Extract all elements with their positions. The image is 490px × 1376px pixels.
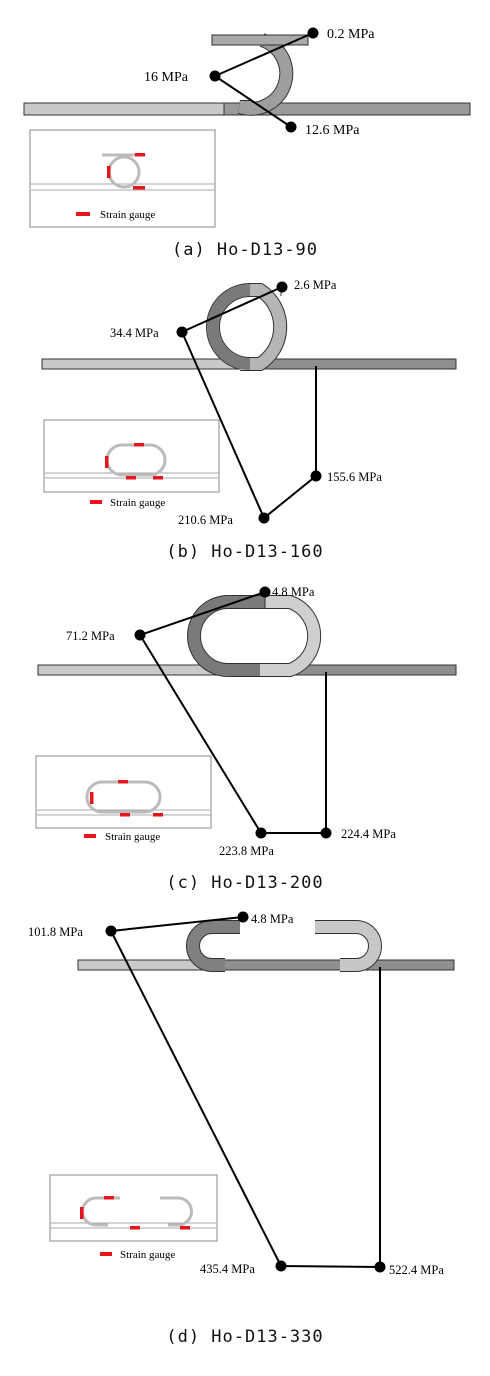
- stress-line: [138, 591, 326, 834]
- panel-b-diagram: 2.6 MPa 34.4 MPa 210.6 MPa 155.6 MPa Str…: [41, 278, 457, 527]
- reading-1: 4.8 MPa: [251, 912, 294, 926]
- gauge-point-2: [209, 70, 221, 82]
- caption-a: (a) Ho-D13-90: [171, 240, 319, 260]
- legend-label: Strain gauge: [105, 831, 160, 843]
- panel-d-diagram: 4.8 MPa 101.8 MPa 435.4 MPa 522.4 MPa St…: [28, 911, 455, 1277]
- gauge-point-1: [237, 911, 249, 923]
- panel-a-diagram: 0.2 MPa 16 MPa 12.6 MPa Strain gauge: [23, 27, 471, 228]
- gauge-point-2: [134, 629, 146, 641]
- panel-a: 0.2 MPa 16 MPa 12.6 MPa Strain gauge (a)…: [0, 0, 490, 270]
- gauge-mark: [135, 153, 145, 157]
- gauge-mark: [130, 1226, 140, 1230]
- reading-3: 12.6 MPa: [305, 123, 360, 138]
- inset-c: Strain gauge: [35, 755, 212, 843]
- gauge-mark: [120, 813, 130, 817]
- reading-2: 16 MPa: [144, 70, 189, 85]
- gauge-point-4: [320, 827, 332, 839]
- main-bar-light: [37, 664, 229, 676]
- legend-label: Strain gauge: [120, 1249, 175, 1261]
- reading-1: 0.2 MPa: [327, 27, 375, 42]
- gauge-mark: [126, 476, 136, 480]
- reading-3: 223.8 MPa: [219, 844, 274, 858]
- gauge-point-4: [374, 1261, 386, 1273]
- gauge-point-3: [258, 512, 270, 524]
- inset-a: Strain gauge: [29, 129, 216, 228]
- stress-line: [180, 286, 317, 520]
- reading-1: 4.8 MPa: [272, 585, 315, 599]
- main-bar-light: [41, 358, 243, 370]
- gauge-mark: [180, 1226, 190, 1230]
- main-bar-light: [23, 102, 225, 116]
- stress-line: [109, 916, 381, 1268]
- gauge-mark: [90, 792, 94, 804]
- gauge-mark: [133, 186, 145, 190]
- reading-2: 101.8 MPa: [28, 925, 83, 939]
- reading-4: 522.4 MPa: [389, 1263, 444, 1277]
- reading-2: 34.4 MPa: [110, 326, 159, 340]
- reading-1: 2.6 MPa: [294, 278, 337, 292]
- caption-b: (b) Ho-D13-160: [166, 542, 324, 562]
- gauge-mark: [105, 456, 109, 468]
- gauge-mark: [134, 443, 144, 447]
- hook-tail: [211, 34, 309, 46]
- gauge-mark: [118, 780, 128, 784]
- gauge-point-4: [310, 470, 322, 482]
- gauge-point-3: [285, 121, 297, 133]
- caption-d: (d) Ho-D13-330: [166, 1327, 324, 1347]
- legend-label: Strain gauge: [110, 497, 165, 509]
- gauge-point-3: [255, 827, 267, 839]
- reading-4: 155.6 MPa: [327, 470, 382, 484]
- reading-2: 71.2 MPa: [66, 629, 115, 643]
- gauge-point-1: [276, 281, 288, 293]
- inset-b: Strain gauge: [43, 419, 220, 509]
- panel-b: 2.6 MPa 34.4 MPa 210.6 MPa 155.6 MPa Str…: [0, 270, 490, 575]
- caption-c: (c) Ho-D13-200: [166, 873, 324, 893]
- gauge-point-2: [105, 925, 117, 937]
- inset-d: Strain gauge: [49, 1174, 218, 1261]
- gauge-mark: [107, 166, 111, 178]
- gauge-mark: [153, 813, 163, 817]
- gauge-mark: [80, 1207, 84, 1219]
- panel-c-diagram: 4.8 MPa 71.2 MPa 223.8 MPa 224.4 MPa Str…: [35, 585, 457, 858]
- gauge-mark: [104, 1196, 114, 1200]
- panel-c: 4.8 MPa 71.2 MPa 223.8 MPa 224.4 MPa Str…: [0, 578, 490, 903]
- gauge-point-1: [307, 27, 319, 39]
- gauge-point-3: [275, 1260, 287, 1272]
- reading-3: 435.4 MPa: [200, 1262, 255, 1276]
- gauge-point-2: [176, 326, 188, 338]
- reading-3: 210.6 MPa: [178, 513, 233, 527]
- main-bar-light: [77, 959, 209, 971]
- reading-4: 224.4 MPa: [341, 827, 396, 841]
- legend-label: Strain gauge: [100, 209, 155, 221]
- gauge-point-1: [259, 586, 271, 598]
- panel-d: 4.8 MPa 101.8 MPa 435.4 MPa 522.4 MPa St…: [0, 905, 490, 1376]
- gauge-mark: [153, 476, 163, 480]
